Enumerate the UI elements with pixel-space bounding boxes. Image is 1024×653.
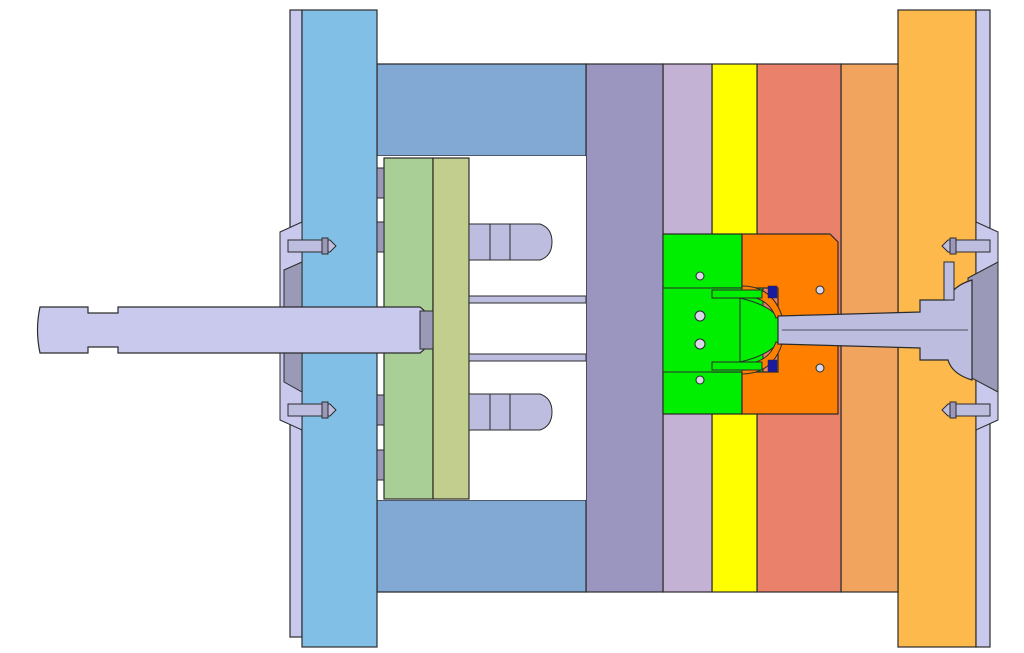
return-pin-head-4: [376, 449, 385, 481]
seal-bottom: [767, 359, 778, 373]
return-pin-head-1: [376, 167, 385, 199]
support-plate: [585, 63, 664, 593]
screw-hole-5: [815, 285, 825, 295]
seal-top: [767, 285, 778, 299]
screw-hole-6: [815, 363, 825, 373]
ejector-plate: [432, 157, 470, 500]
core-pin-top: [711, 289, 763, 299]
locating-pin-right-bottom-head: [949, 401, 957, 419]
sprue-key: [943, 261, 955, 301]
return-pin-head-3: [376, 394, 385, 426]
locating-pin-right-top-head: [949, 237, 957, 255]
locating-pin-left-bottom: [287, 403, 337, 417]
ejector-rod-tip: [419, 310, 434, 350]
locating-pin-left-top: [287, 239, 337, 253]
screw-hole-3: [694, 338, 706, 350]
locating-pin-left-top-head: [321, 237, 329, 255]
locating-pin-left-bottom-head: [321, 401, 329, 419]
ejector-pin-bottom: [468, 353, 587, 362]
screw-hole-4: [695, 375, 705, 385]
ejector-pin-top: [468, 295, 587, 304]
locating-pin-right-top: [941, 239, 991, 253]
locating-pin-right-bottom: [941, 403, 991, 417]
core-pin-bottom: [711, 361, 763, 371]
return-pin-head-2: [376, 221, 385, 253]
ejector-rod: [36, 306, 433, 354]
screw-hole-2: [694, 310, 706, 322]
screw-hole-1: [695, 271, 705, 281]
